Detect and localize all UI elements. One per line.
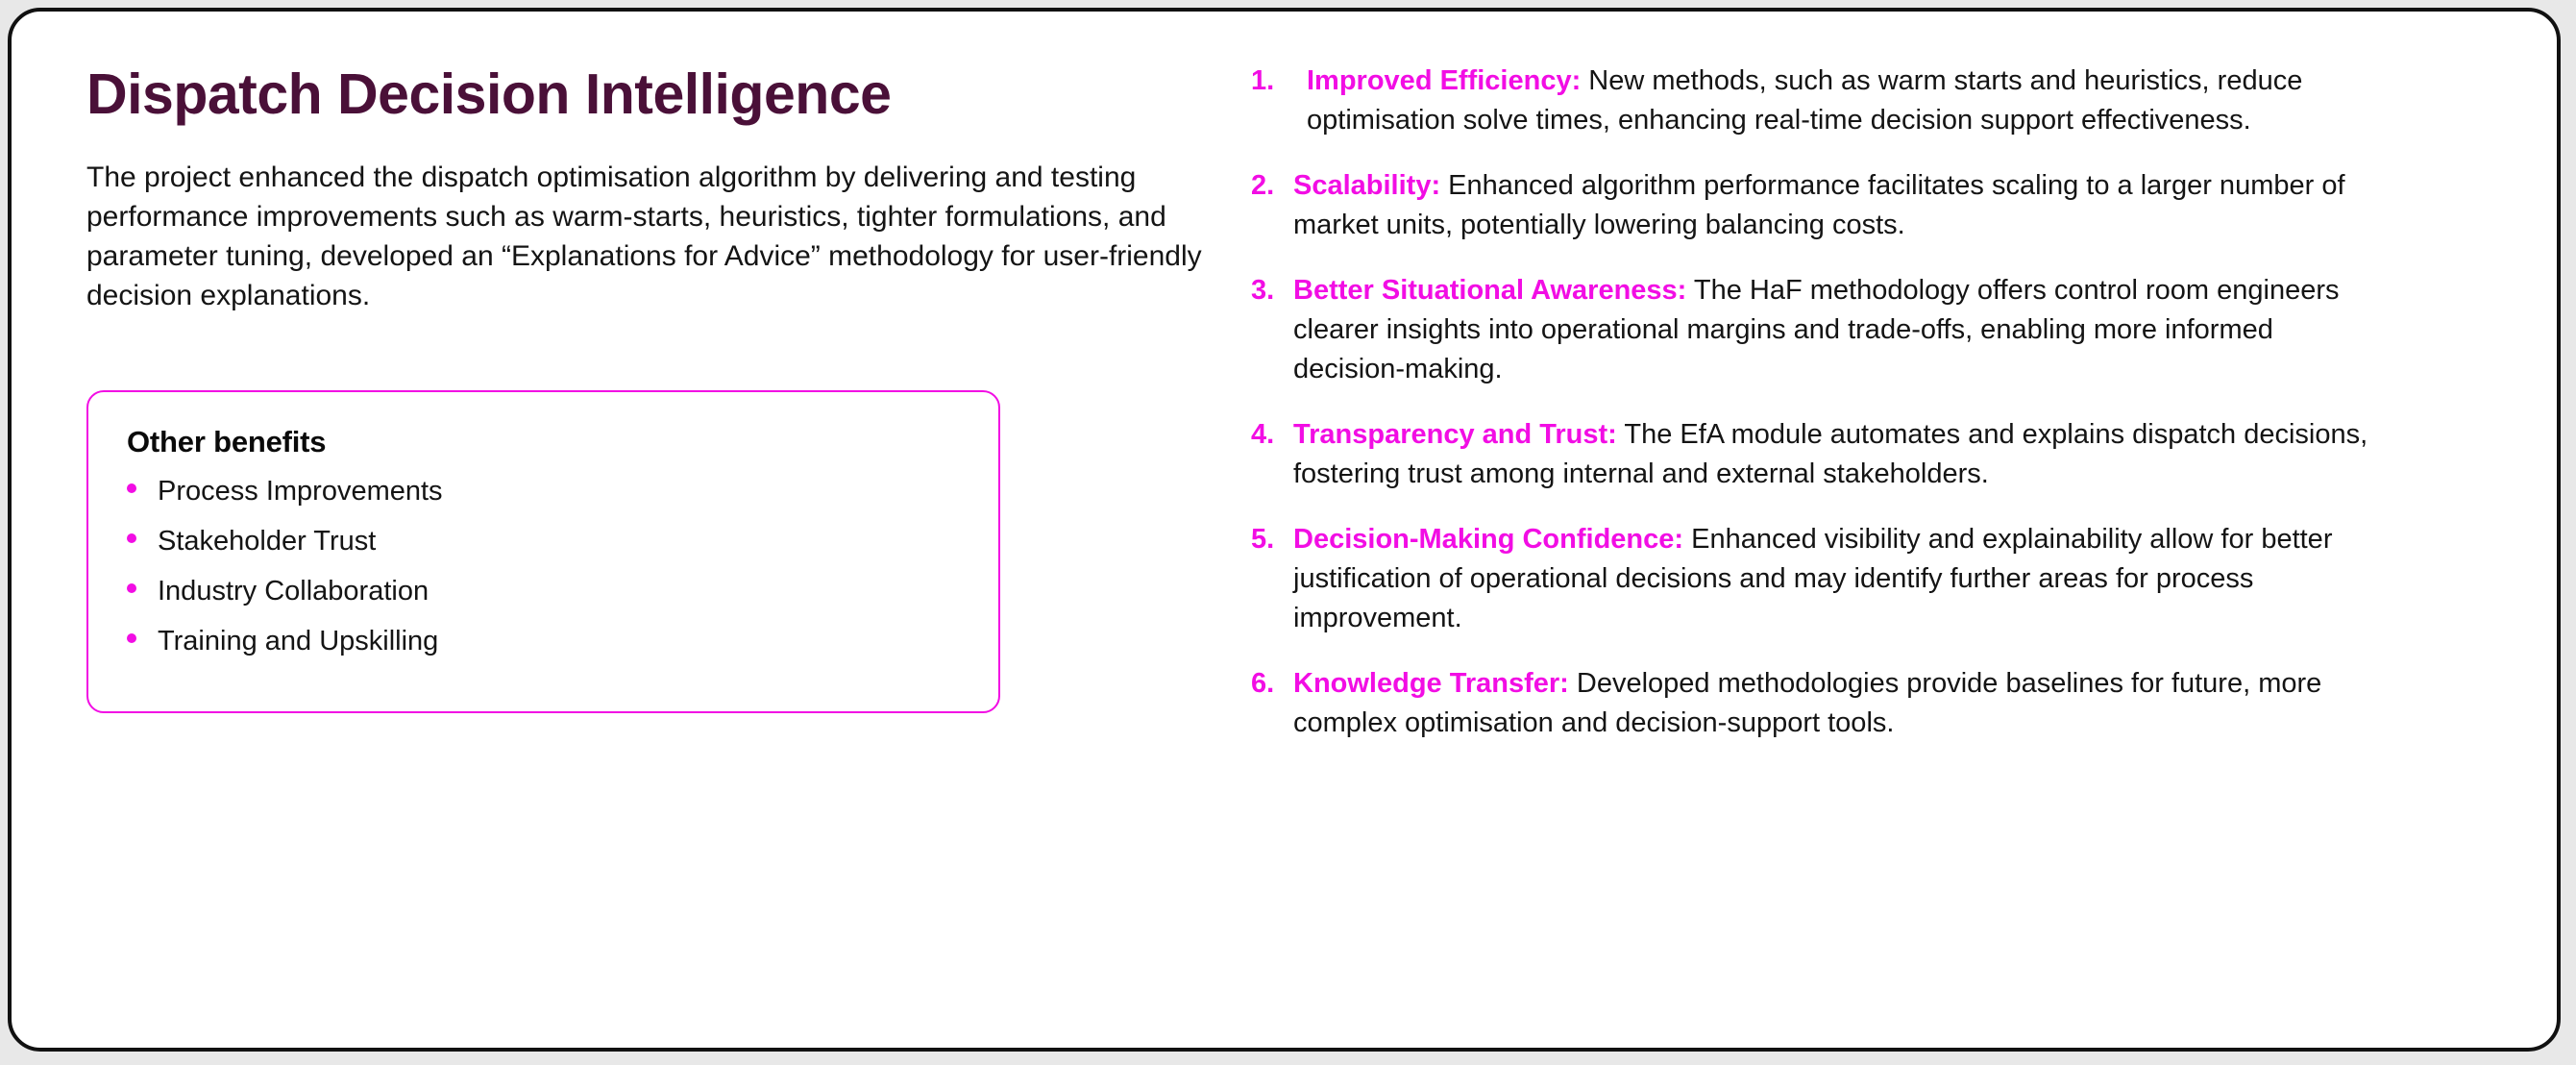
list-item-label: Training and Upskilling — [158, 625, 439, 656]
list-item-body: Knowledge Transfer: Developed methodolog… — [1293, 664, 2379, 743]
list-item-description: Enhanced algorithm performance facilitat… — [1293, 170, 2345, 240]
list-item-label: Decision-Making Confidence: — [1293, 524, 1684, 555]
list-item: 3. Better Situational Awareness: The HaF… — [1251, 271, 2490, 389]
list-item-label: Process Improvements — [158, 475, 443, 507]
intro-paragraph: The project enhanced the dispatch optimi… — [86, 161, 1202, 311]
list-item-body: Transparency and Trust: The EfA module a… — [1293, 415, 2379, 494]
list-item-number: 3. — [1251, 275, 1275, 306]
list-item: 1. Improved Efficiency: New methods, suc… — [1251, 62, 2490, 140]
list-item-body: Improved Efficiency: New methods, such a… — [1307, 62, 2392, 140]
list-item-body: Decision-Making Confidence: Enhanced vis… — [1293, 520, 2379, 638]
other-benefits-list: Process Improvements Stakeholder Trust I… — [127, 475, 998, 656]
list-item-description: The EfA module automates and explains di… — [1293, 419, 2368, 489]
list-item-description: Enhanced visibility and explainability a… — [1293, 524, 2333, 633]
other-benefits-heading: Other benefits — [127, 424, 327, 458]
list-item-label: Better Situational Awareness: — [1293, 275, 1687, 306]
list-item-description: The HaF methodology offers control room … — [1293, 275, 2340, 384]
list-item: 5. Decision-Making Confidence: Enhanced … — [1251, 520, 2490, 638]
bullet-dot-icon — [127, 532, 136, 543]
list-item: 4. Transparency and Trust: The EfA modul… — [1251, 415, 2490, 494]
list-item-body: Scalability: Enhanced algorithm performa… — [1293, 166, 2379, 245]
list-item-label: Improved Efficiency: — [1307, 65, 1582, 96]
list-item: Industry Collaboration — [127, 575, 998, 607]
right-column: 1. Improved Efficiency: New methods, suc… — [1251, 12, 2557, 743]
slide-body: Dispatch Decision Intelligence The proje… — [12, 12, 2557, 1048]
list-item-number: 5. — [1251, 524, 1275, 555]
list-item-body: Better Situational Awareness: The HaF me… — [1293, 271, 2379, 389]
bullet-dot-icon — [127, 483, 136, 493]
list-item-label: Transparency and Trust: — [1293, 419, 1617, 450]
list-item-label: Stakeholder Trust — [158, 525, 377, 557]
other-benefits-box: Other benefits Process Improvements Stak… — [86, 389, 1000, 713]
list-item: Stakeholder Trust — [127, 525, 998, 557]
list-item: 6. Knowledge Transfer: Developed methodo… — [1251, 664, 2490, 743]
list-item-label: Scalability: — [1293, 170, 1441, 201]
page-title: Dispatch Decision Intelligence — [86, 62, 892, 126]
list-item: 2. Scalability: Enhanced algorithm perfo… — [1251, 166, 2490, 245]
list-item-number: 1. — [1251, 65, 1275, 96]
slide-frame: Dispatch Decision Intelligence The proje… — [8, 8, 2561, 1052]
list-item: Training and Upskilling — [127, 625, 998, 656]
list-item-label: Knowledge Transfer: — [1293, 668, 1569, 699]
list-item-number: 2. — [1251, 170, 1275, 201]
outcomes-list: 1. Improved Efficiency: New methods, suc… — [1251, 62, 2490, 743]
list-item-description: New methods, such as warm starts and heu… — [1307, 65, 2303, 136]
bullet-dot-icon — [127, 632, 136, 643]
list-item-description: Developed methodologies provide baseline… — [1293, 668, 2322, 738]
bullet-dot-icon — [127, 582, 136, 593]
left-column: Dispatch Decision Intelligence The proje… — [12, 12, 1251, 713]
list-item: Process Improvements — [127, 475, 998, 507]
list-item-label: Industry Collaboration — [158, 575, 429, 607]
list-item-number: 4. — [1251, 419, 1275, 450]
list-item-number: 6. — [1251, 668, 1275, 699]
